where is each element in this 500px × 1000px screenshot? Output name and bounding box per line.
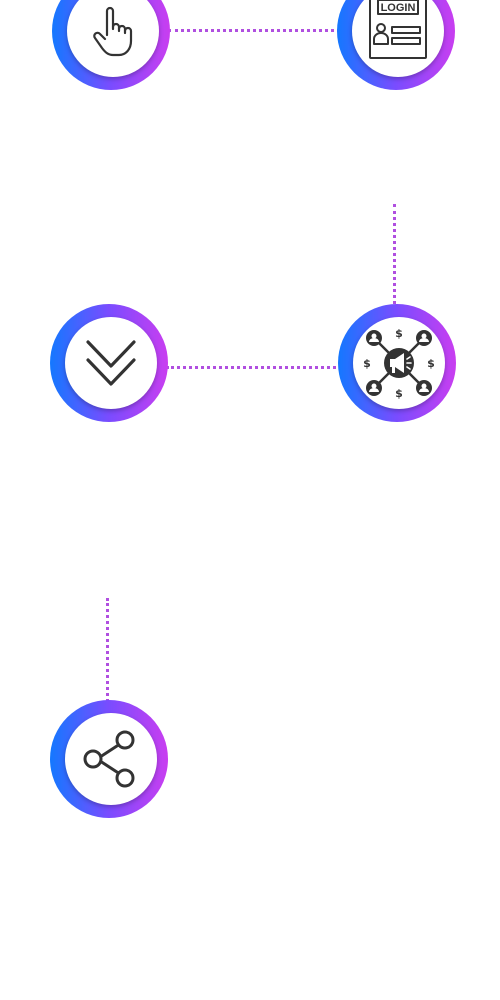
dollar-sign-left: $ xyxy=(363,357,371,370)
dollar-sign-right: $ xyxy=(427,357,435,370)
dollar-sign-bottom: $ xyxy=(395,387,403,400)
node-share-inner xyxy=(65,713,157,805)
double-chevron-down-icon xyxy=(86,340,136,386)
connector-chevrons-to-share xyxy=(106,598,109,702)
node-share xyxy=(50,700,168,818)
share-icon xyxy=(83,730,135,788)
login-label: LOGIN xyxy=(381,2,416,14)
node-marketing-inner: $ $ $ $ xyxy=(353,317,445,409)
node-login-inner: LOGIN xyxy=(352,0,444,77)
node-click xyxy=(52,0,170,90)
node-marketing: $ $ $ $ xyxy=(338,304,456,422)
affiliate-marketing-icon: $ $ $ $ xyxy=(363,327,435,400)
node-chevrons-inner xyxy=(65,317,157,409)
connector-login-to-marketing xyxy=(393,204,396,304)
node-login: LOGIN xyxy=(337,0,455,90)
login-form-icon: LOGIN xyxy=(369,0,427,59)
hand-pointer-icon xyxy=(93,6,133,57)
node-click-inner xyxy=(67,0,159,77)
connector-chevrons-to-marketing xyxy=(166,366,342,369)
connector-click-to-login xyxy=(168,29,340,32)
dollar-sign-top: $ xyxy=(395,327,403,340)
node-chevrons xyxy=(50,304,168,422)
